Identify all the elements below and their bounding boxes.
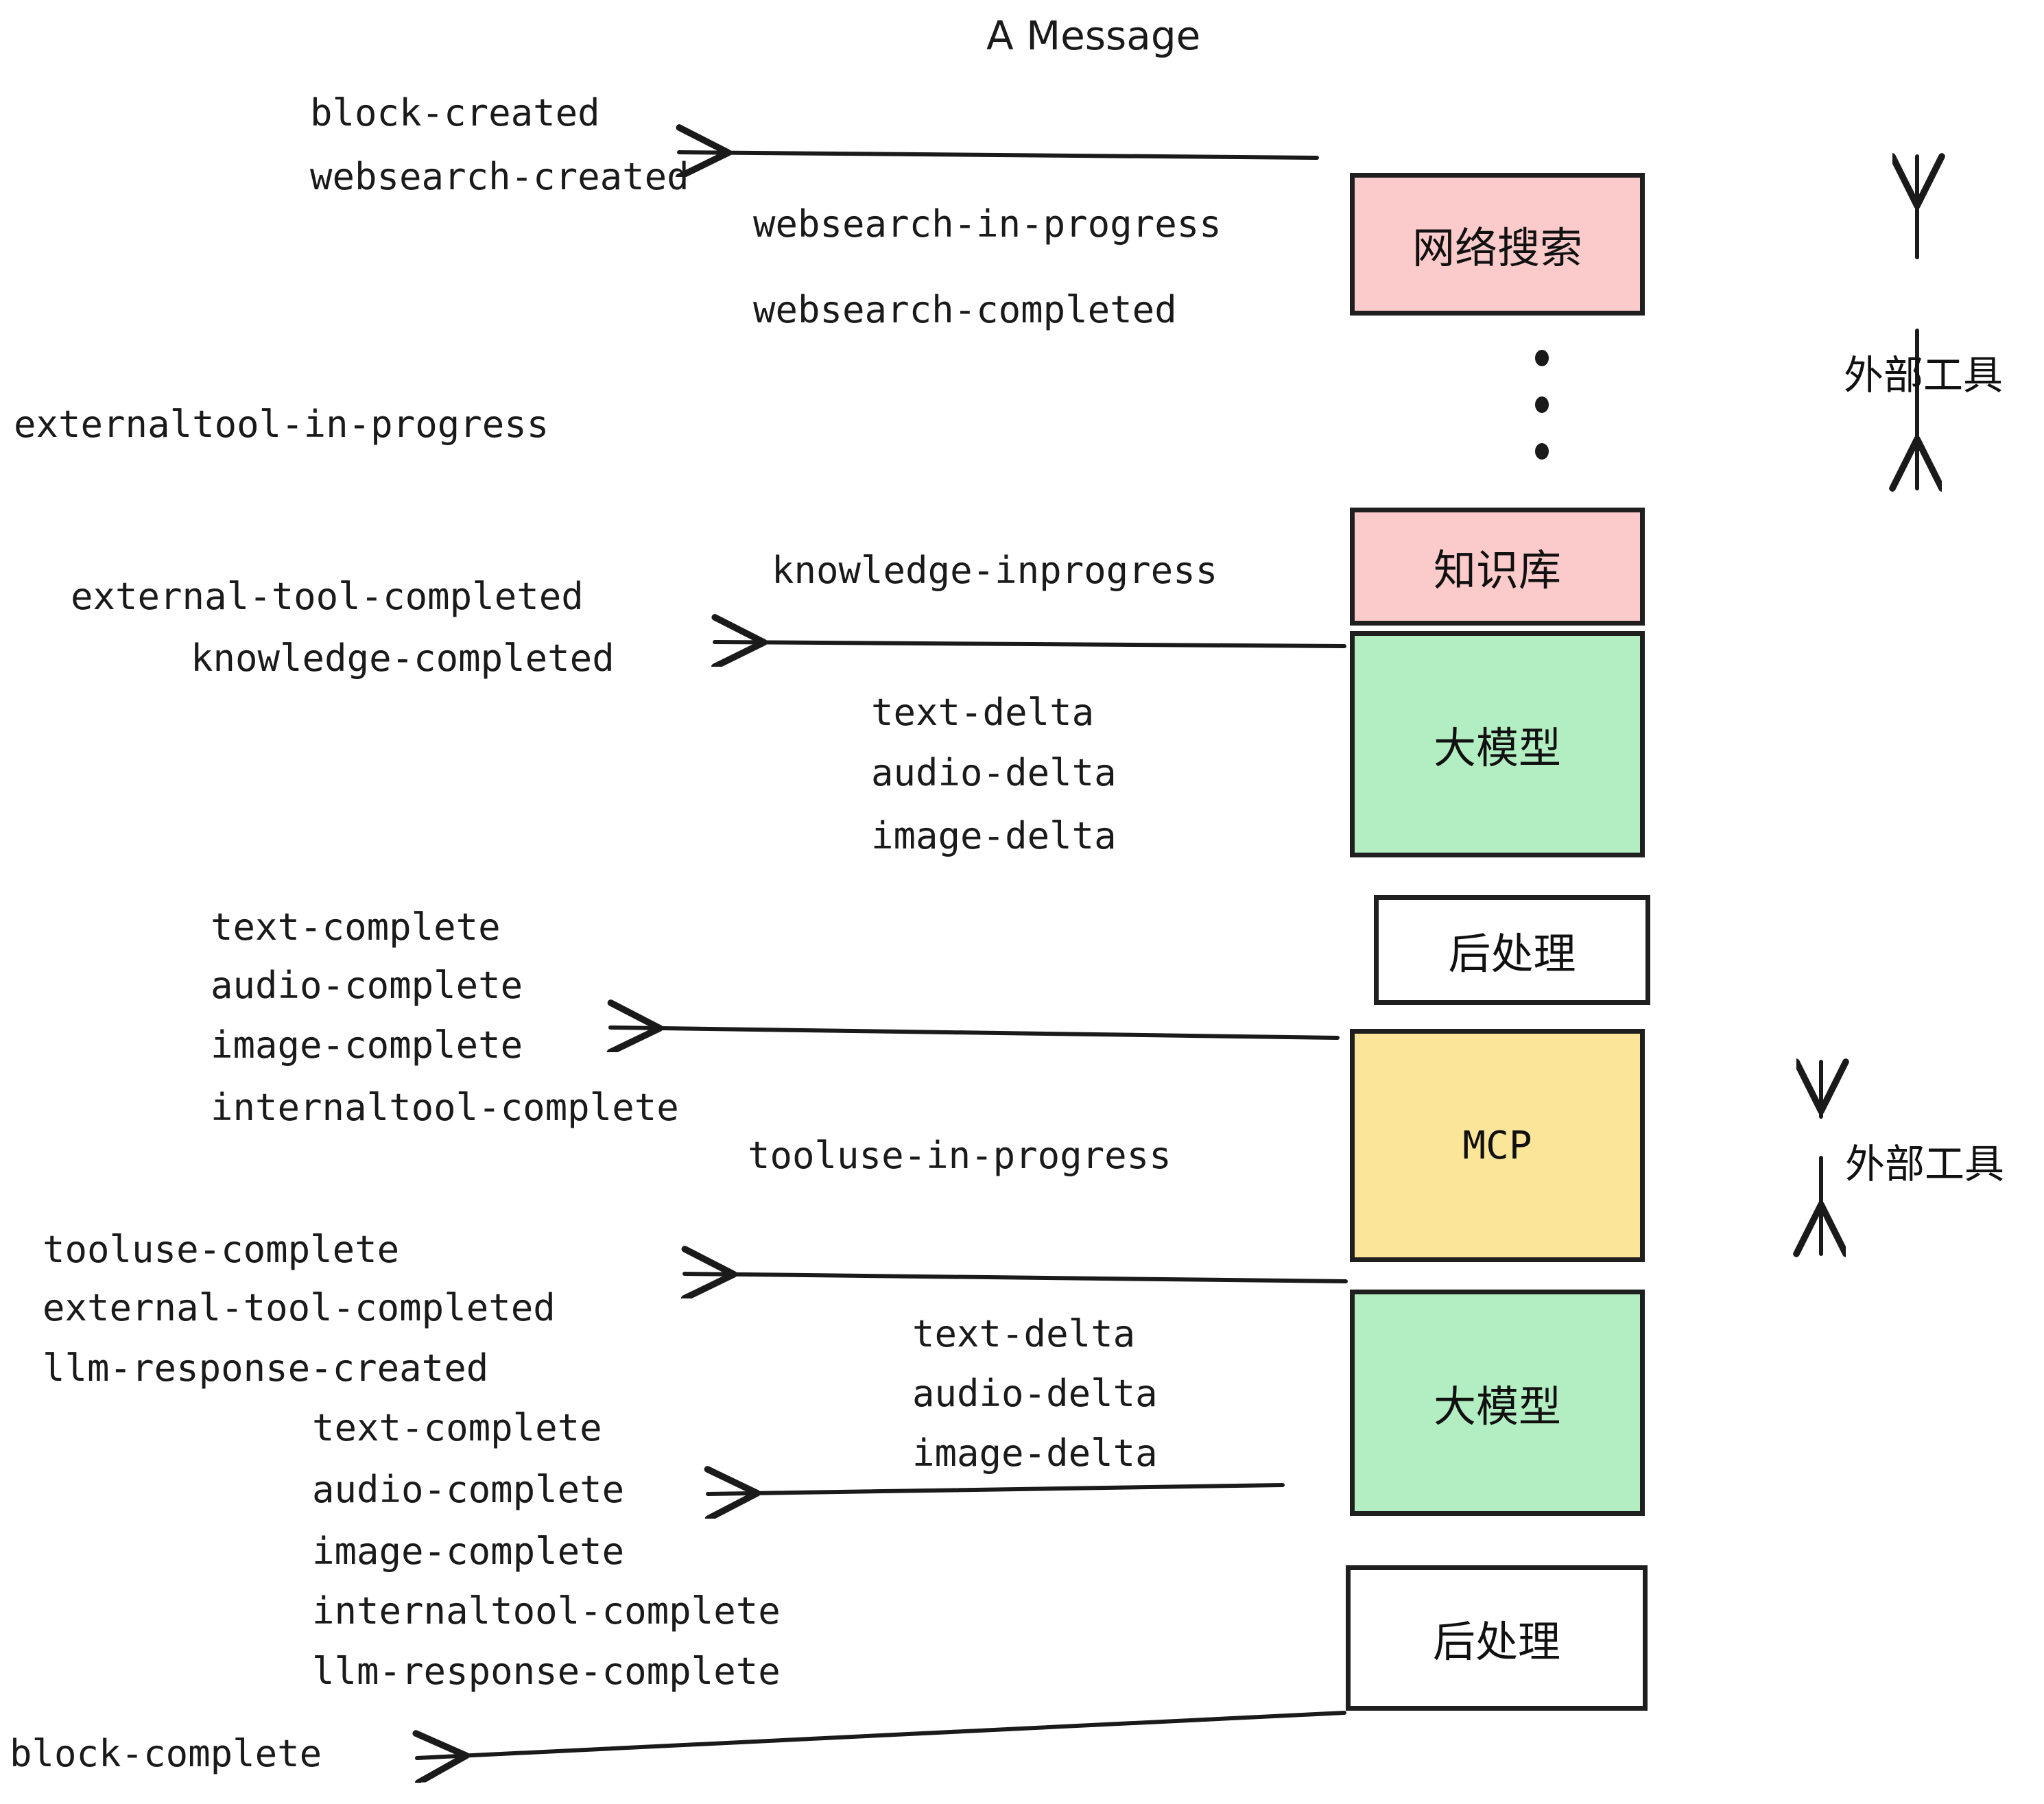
event-label-internaltool-complete-2: internaltool-complete bbox=[312, 1589, 781, 1633]
scope-label-external-tool-top: 外部工具 bbox=[1844, 352, 2004, 399]
event-label-audio-delta-1: audio-delta bbox=[871, 751, 1117, 794]
node-knowledge: 知识库 bbox=[1350, 508, 1645, 626]
event-label-text-delta-2: text-delta bbox=[912, 1312, 1136, 1355]
node-websearch: 网络搜索 bbox=[1350, 173, 1645, 316]
event-label-block-complete: block-complete bbox=[10, 1732, 322, 1775]
arrow-tooluse-complete bbox=[685, 1274, 1348, 1281]
event-label-audio-complete-2: audio-complete bbox=[312, 1468, 625, 1511]
event-label-knowledge-inprogress: knowledge-inprogress bbox=[772, 549, 1218, 592]
scope-label-external-tool-bottom: 外部工具 bbox=[1845, 1141, 2005, 1187]
node-llm-bottom: 大模型 bbox=[1350, 1290, 1645, 1516]
page-title: A Message bbox=[986, 12, 1201, 59]
event-label-tooluse-in-progress: tooluse-in-progress bbox=[748, 1134, 1172, 1177]
event-label-audio-delta-2: audio-delta bbox=[912, 1372, 1158, 1415]
event-label-text-delta-1: text-delta bbox=[871, 691, 1095, 734]
arrow-knowledge-done bbox=[715, 642, 1346, 646]
node-post-top: 后处理 bbox=[1374, 895, 1650, 1005]
ellipsis-dot bbox=[1535, 350, 1549, 366]
event-label-image-complete-1: image-complete bbox=[211, 1023, 523, 1067]
arrow-block-created bbox=[679, 152, 1319, 158]
event-label-knowledge-completed: knowledge-completed bbox=[191, 637, 615, 680]
event-label-image-delta-2: image-delta bbox=[912, 1432, 1158, 1475]
event-label-audio-complete-1: audio-complete bbox=[211, 964, 523, 1007]
event-label-internaltool-complete-1: internaltool-complete bbox=[211, 1086, 679, 1129]
event-label-external-tool-completed-1: external-tool-completed bbox=[71, 575, 584, 618]
event-label-text-complete-2: text-complete bbox=[312, 1406, 602, 1449]
node-llm-top: 大模型 bbox=[1350, 631, 1645, 857]
event-label-external-tool-completed-2: external-tool-completed bbox=[43, 1286, 556, 1329]
event-label-image-delta-1: image-delta bbox=[871, 814, 1117, 857]
ellipsis-dot bbox=[1535, 443, 1549, 460]
event-label-llm-response-complete: llm-response-complete bbox=[312, 1650, 781, 1693]
event-label-image-complete-2: image-complete bbox=[312, 1530, 625, 1573]
node-mcp: MCP bbox=[1350, 1029, 1645, 1262]
event-label-block-created: block-created bbox=[310, 91, 600, 134]
vertical-ellipsis-icon bbox=[1535, 350, 1549, 460]
ellipsis-dot bbox=[1535, 396, 1549, 413]
arrow-block-complete bbox=[417, 1711, 1346, 1758]
event-label-tooluse-complete: tooluse-complete bbox=[43, 1228, 400, 1271]
event-label-websearch-in-progress: websearch-in-progress bbox=[753, 202, 1222, 246]
event-label-externaltool-in-progress: externaltool-in-progress bbox=[14, 403, 549, 446]
event-label-websearch-created: websearch-created bbox=[310, 155, 689, 198]
event-label-text-complete-1: text-complete bbox=[211, 905, 501, 949]
event-label-websearch-completed: websearch-completed bbox=[753, 288, 1177, 331]
event-label-llm-response-created: llm-response-created bbox=[43, 1346, 489, 1390]
node-post-bottom: 后处理 bbox=[1346, 1565, 1648, 1711]
arrow-audio-complete bbox=[708, 1485, 1285, 1494]
arrow-image-complete bbox=[610, 1028, 1340, 1038]
